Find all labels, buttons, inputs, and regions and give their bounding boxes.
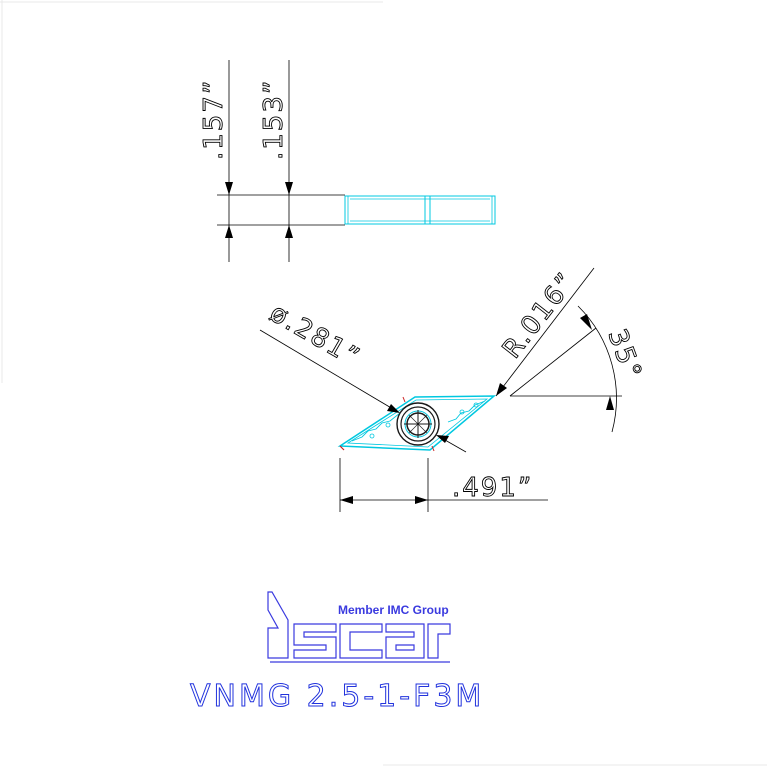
part-code: VNMG 2.5-1-F3M [190,679,484,714]
dim-label-radius: R.016” [497,267,583,365]
dim-label-angle: 35° [601,325,647,384]
diameter-dimension: ø.281” [259,298,467,453]
insert-side-profile [344,195,496,225]
dim-label-157: .157” [199,79,229,160]
insert-outline [337,395,497,451]
side-view: .157” .153” [199,60,496,262]
logo-lettering [267,591,451,663]
dim-label-length: .491” [452,473,533,503]
insert-top-view [337,395,497,452]
logo-tagline: Member IMC Group [338,603,449,617]
dim-label-153: .153” [259,79,289,160]
length-dimension: .491” [339,458,548,512]
radius-dimension: R.016” [495,266,595,397]
iscar-logo: Member IMC Group [267,591,451,663]
hole-outer [396,402,440,446]
